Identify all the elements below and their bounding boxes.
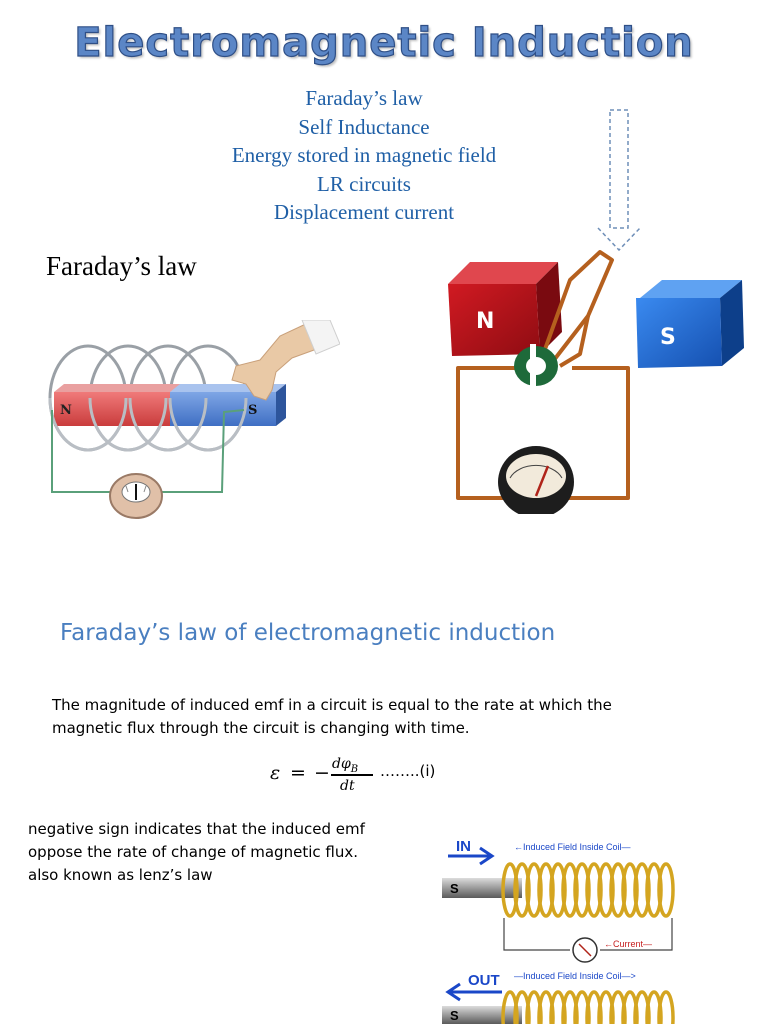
arrow-left-icon — [445, 982, 502, 1002]
topic-item: Self Inductance — [298, 114, 430, 139]
bottom-coil — [501, 990, 675, 1024]
topic-item: Displacement current — [273, 200, 455, 224]
fraction-bar — [331, 774, 373, 776]
lenz-law-note: negative sign indicates that the induced… — [28, 820, 365, 884]
bottom-field-label: —Induced Field Inside Coil—> — [514, 971, 636, 981]
ammeter-icon — [498, 446, 574, 514]
topic-item: LR circuits — [317, 171, 411, 196]
current-label: ←Current— — [604, 939, 652, 949]
north-magnet: N — [448, 262, 562, 356]
topic-item: Energy stored in magnetic field — [231, 143, 497, 167]
section-heading-faradays-law: Faraday’s law — [46, 251, 197, 281]
south-magnet: S — [636, 280, 744, 368]
arrow-right-icon — [448, 846, 495, 866]
hand-icon — [231, 320, 340, 401]
magnet-north-label: N — [60, 403, 72, 418]
section-heading-faradays-law-full: Faraday’s law of electromagnetic inducti… — [60, 620, 556, 646]
generator-diagram: N S — [448, 109, 744, 514]
equals-sign: = — [290, 762, 306, 784]
south-label: S — [660, 325, 676, 350]
topics-list: Faraday’s law Self Inductance Energy sto… — [130, 84, 598, 227]
top-coil — [501, 862, 675, 918]
minus-sign: − — [314, 762, 330, 784]
equation-denominator: dt — [340, 778, 355, 794]
top-pole-label: S — [450, 881, 459, 896]
top-field-label: ←Induced Field Inside Coil— — [514, 842, 631, 852]
equation-numerator: dφB — [332, 756, 358, 775]
bottom-pole-label: S — [450, 1008, 459, 1023]
out-label: OUT — [468, 972, 500, 989]
rotation-arrow-icon — [597, 109, 641, 252]
page-title: Electromagnetic Induction — [74, 19, 694, 66]
lenz-law-diagram: IN ←Induced Field Inside Coil— S ←Curren… — [442, 838, 675, 1024]
coil-magnet-diagram: N S — [48, 320, 340, 519]
equation-reference: ……..(i) — [380, 762, 436, 780]
commutator-icon — [514, 344, 558, 388]
in-label: IN — [456, 838, 471, 855]
north-label: N — [476, 309, 494, 334]
topic-item: Faraday’s law — [305, 86, 423, 110]
magnet-south-label: S — [248, 403, 257, 418]
emf-symbol: ε — [270, 762, 281, 784]
faraday-law-definition: The magnitude of induced emf in a circui… — [52, 696, 612, 737]
numerator-text: dφ — [332, 756, 351, 772]
galvanometer-icon — [109, 473, 163, 519]
numerator-subscript: B — [350, 763, 359, 775]
meter-icon — [572, 937, 598, 963]
magnet-north-half — [54, 392, 170, 426]
